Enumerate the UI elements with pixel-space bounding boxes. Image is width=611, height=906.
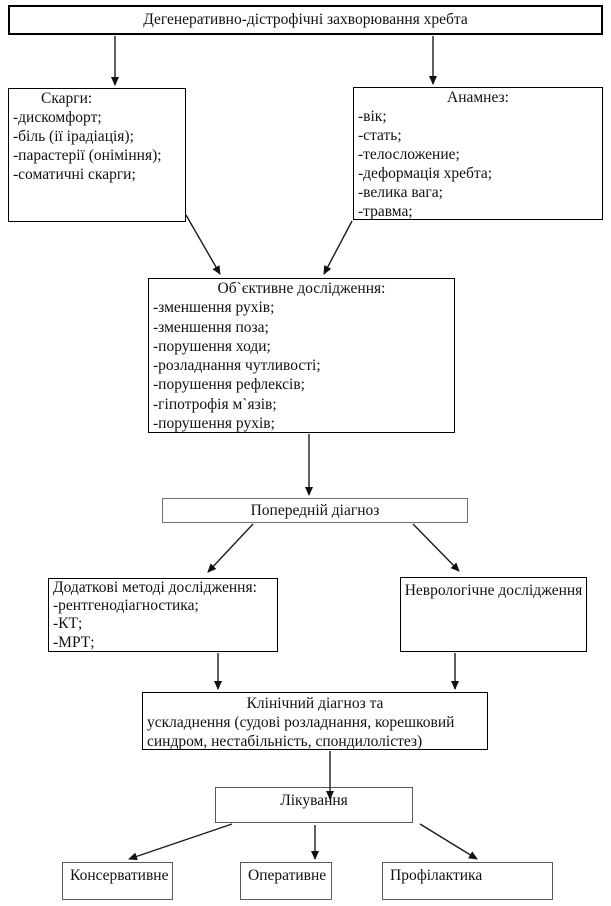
preliminary-diagnosis-label: Попередній діагноз	[250, 502, 380, 519]
arrow-anamnesis-to-objective	[323, 220, 353, 275]
anamnesis-box: Анамнез: -вік; -стать; -телосложение; -д…	[353, 87, 603, 220]
conservative-box: Консервативне	[62, 862, 173, 900]
arrow-preliminary-to-neurological	[412, 523, 460, 572]
additional-methods-heading: Додаткові методі дослідження:	[53, 579, 257, 596]
list-item: -порушення рефлексів;	[153, 376, 305, 394]
clinical-diagnosis-line2: ускладнення (судові розладнання, корешко…	[147, 714, 455, 750]
operative-label: Оперативне	[248, 867, 327, 884]
preliminary-diagnosis-box: Попередній діагноз	[162, 498, 468, 523]
list-item: -КТ;	[53, 615, 83, 633]
title-box: Дегенеративно-дістрофічні захворювання х…	[8, 5, 603, 35]
list-item: -МРТ;	[53, 633, 95, 651]
arrow-treatment-to-prevention	[419, 823, 478, 860]
list-item: -біль (ії ірадіація);	[13, 128, 134, 145]
prevention-label: Профілактика	[390, 867, 483, 884]
list-item: -зменшення поза;	[153, 318, 269, 336]
clinical-diagnosis-box: Клінічний діагноз та ускладнення (судові…	[142, 692, 488, 750]
arrow-complaints-to-objective	[185, 214, 221, 275]
arrow-treatment-to-conservative	[128, 823, 233, 861]
list-item: -рентгенодіагностика;	[53, 597, 199, 615]
anamnesis-heading: Анамнез:	[447, 89, 509, 106]
operative-box: Оперативне	[240, 862, 332, 900]
objective-examination-box: Об`єктивне дослідження: -зменшення рухів…	[148, 278, 455, 433]
arrow-preliminary-to-additional	[207, 523, 254, 573]
objective-heading: Об`єктивне дослідження:	[217, 280, 386, 297]
neurological-examination-box: Неврологічне дослідження	[400, 577, 587, 652]
list-item: -зменшення рухів;	[153, 299, 275, 317]
list-item: -гіпотрофія м`язів;	[153, 395, 277, 413]
treatment-box: Лікування	[215, 787, 413, 823]
list-item: -розладнання чутливості;	[153, 357, 321, 375]
list-item: -вік;	[358, 108, 387, 125]
diagram-title: Дегенеративно-дістрофічні захворювання х…	[143, 11, 468, 28]
list-item: -дискомфорт;	[13, 109, 102, 126]
complaints-box: Скарги: -дискомфорт; -біль (ії ірадіація…	[8, 88, 186, 222]
neurological-label: Неврологічне дослідження	[404, 582, 583, 599]
list-item: -стать;	[358, 127, 402, 144]
list-item: -травма;	[358, 203, 413, 220]
list-item: -порушення ходи;	[153, 337, 271, 355]
conservative-label: Консервативне	[70, 867, 169, 884]
treatment-label: Лікування	[280, 792, 348, 809]
complaints-heading: Скарги:	[41, 90, 93, 107]
list-item: -парастерії (оніміння);	[13, 147, 162, 164]
list-item: -соматичні скарги;	[13, 166, 136, 183]
prevention-box: Профілактика	[382, 862, 553, 900]
list-item: -телосложение;	[358, 146, 460, 163]
list-item: -деформація хребта;	[358, 165, 493, 182]
list-item: -велика вага;	[358, 184, 443, 201]
clinical-diagnosis-line1: Клінічний діагноз та	[246, 695, 384, 712]
additional-methods-box: Додаткові методі дослідження: -рентгенод…	[48, 578, 278, 652]
list-item: -порушення рухів;	[153, 415, 275, 433]
